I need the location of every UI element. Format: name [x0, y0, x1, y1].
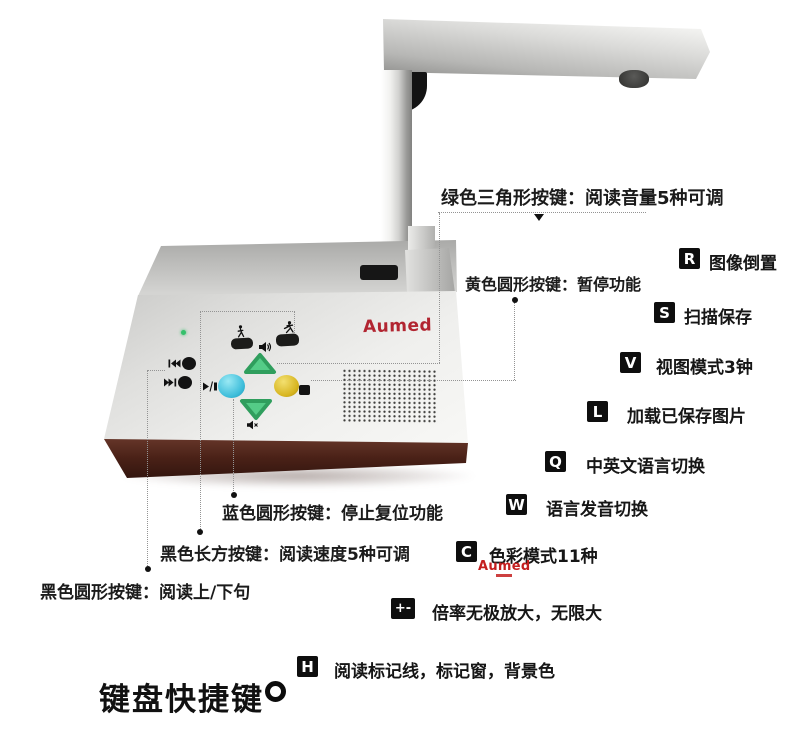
slow-reading-icon [234, 325, 248, 338]
key-cap: +- [391, 598, 415, 619]
shortcut-row-plus-minus: +- 倍率无极放大，无限大 [391, 598, 602, 624]
shortcut-row-c: C 色彩模式11种 [456, 541, 598, 567]
black-square-button [299, 385, 310, 395]
callout-marker [145, 566, 151, 572]
yellow-round-button [274, 375, 299, 397]
callout-line [147, 370, 165, 371]
shortcut-label: 中英文语言切换 [586, 457, 705, 477]
callout-line [200, 311, 295, 312]
key-cap: W [506, 494, 527, 515]
callout-line [311, 380, 516, 381]
play-pause-icon [202, 381, 219, 392]
ring-icon [265, 681, 286, 702]
callout-marker [534, 214, 544, 221]
black-round-button-next [178, 376, 192, 389]
volume-icon [258, 341, 272, 353]
watermark-subtext [496, 574, 513, 577]
key-cap: R [679, 248, 700, 269]
camera-lens [619, 70, 649, 88]
shortcut-label: 图像倒置 [709, 254, 777, 274]
green-triangle-down-button [239, 397, 273, 423]
callout-yellow-round: 黄色圆形按键：暂停功能 [465, 275, 642, 294]
mute-icon [246, 420, 258, 430]
key-cap: L [587, 401, 608, 422]
speaker-grille [342, 368, 438, 424]
black-rect-button-slow [230, 337, 254, 350]
shortcut-row-v: V 视图模式3钟 [620, 352, 753, 378]
pole-base-hinge [360, 265, 398, 280]
power-led [181, 330, 186, 335]
shortcut-label: 倍率无极放大，无限大 [432, 604, 602, 624]
shortcut-row-s: S 扫描保存 [654, 302, 752, 328]
callout-marker [197, 529, 203, 535]
callout-line [294, 311, 295, 333]
shortcut-label: 语言发音切换 [546, 500, 648, 520]
brand-watermark: Aumed [478, 559, 531, 577]
callout-black-rect: 黑色长方按键：阅读速度5种可调 [160, 545, 410, 565]
shortcut-label: 视图模式3钟 [656, 358, 753, 378]
callout-line [147, 370, 148, 566]
prev-sentence-icon [168, 359, 181, 368]
callout-line [438, 212, 646, 213]
callout-blue-round: 蓝色圆形按键：停止复位功能 [222, 504, 443, 524]
callout-line [233, 399, 234, 491]
callout-line [439, 213, 440, 363]
blue-round-button [218, 374, 245, 398]
callout-marker [512, 297, 518, 303]
green-triangle-up-button [243, 352, 277, 376]
callout-line [277, 363, 440, 364]
shortcut-row-r: R 图像倒置 [679, 248, 777, 274]
black-round-button-prev [182, 357, 196, 370]
shortcut-row-h: H 阅读标记线，标记窗，背景色 [297, 656, 555, 682]
callout-green-triangle: 绿色三角形按键：阅读音量5种可调 [441, 188, 724, 209]
key-cap: Q [545, 451, 566, 472]
shortcut-label: 加载已保存图片 [627, 407, 746, 427]
shortcut-row-w: W 语言发音切换 [506, 494, 648, 520]
shortcut-row-q: Q 中英文语言切换 [545, 451, 705, 477]
shortcut-label: 扫描保存 [684, 308, 752, 328]
key-cap: H [297, 656, 318, 677]
camera-arm [383, 19, 710, 79]
page-title: 键盘快捷键 [99, 682, 264, 718]
callout-marker [231, 492, 237, 498]
fast-reading-icon [281, 321, 296, 334]
callout-line [200, 311, 201, 529]
key-cap: C [456, 541, 477, 562]
device-base-back [138, 240, 457, 296]
shortcut-label: 阅读标记线，标记窗，背景色 [334, 662, 555, 682]
black-rect-button-fast [275, 333, 300, 347]
callout-black-round: 黑色圆形按键：阅读上/下句 [40, 583, 251, 603]
pole-bracket-lower [405, 248, 455, 293]
key-cap: S [654, 302, 675, 323]
key-cap: V [620, 352, 641, 373]
watermark-text: Aumed [478, 559, 531, 574]
shortcut-label: 色彩模式11种 [489, 547, 598, 567]
next-sentence-icon [163, 378, 177, 387]
shortcut-row-l: L 加载已保存图片 [587, 401, 746, 427]
callout-line [514, 302, 515, 380]
